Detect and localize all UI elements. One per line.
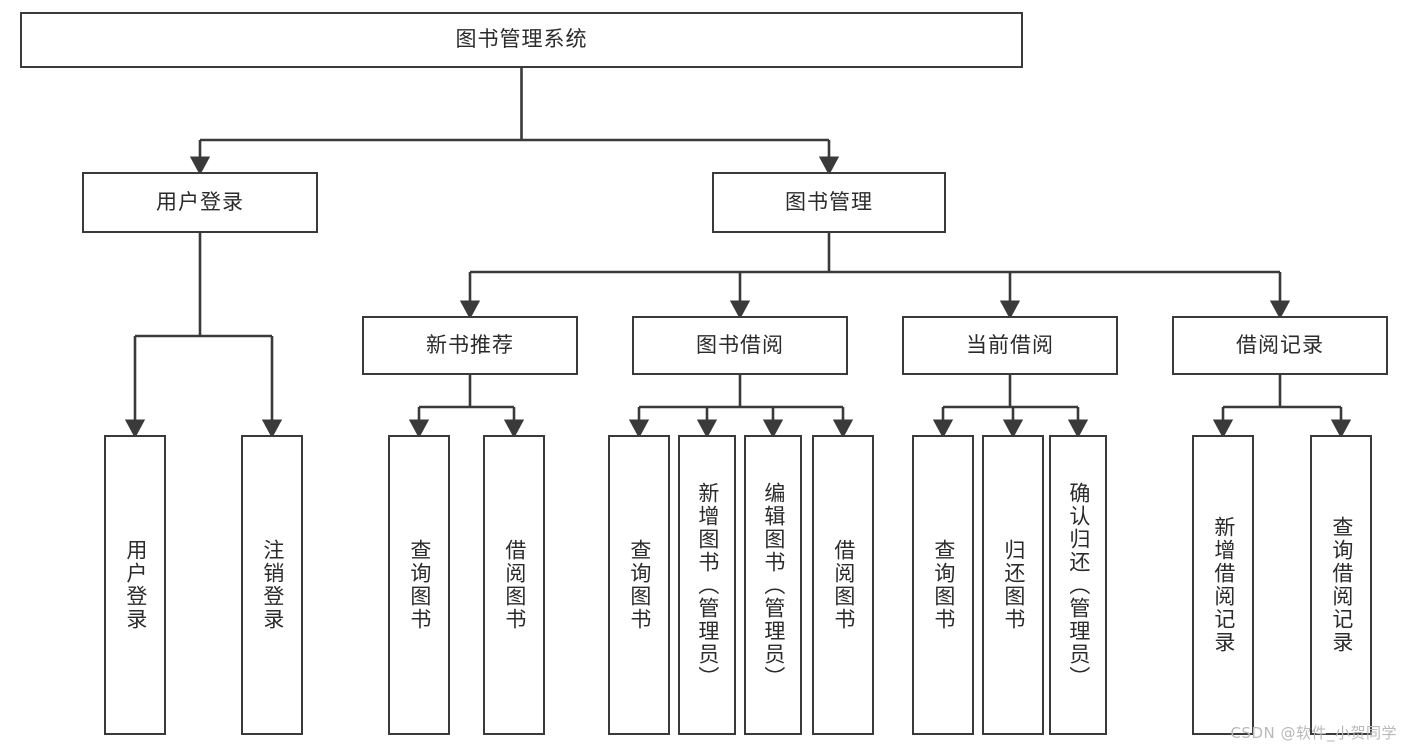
leaf-edit-book-admin[interactable]: 编辑图书（管理员） [744,435,802,735]
node-label: 当前借阅 [966,332,1054,357]
leaf-logout[interactable]: 注销登录 [241,435,303,735]
node-user-login[interactable]: 用户登录 [82,172,318,233]
leaf-query-book-current[interactable]: 查询图书 [912,435,974,735]
node-label: 新增图书（管理员） [695,481,720,689]
node-label: 借阅图书 [831,539,856,631]
node-label: 注销登录 [260,539,285,631]
leaf-add-book-admin[interactable]: 新增图书（管理员） [678,435,736,735]
node-label: 借阅图书 [502,539,527,631]
node-label: 编辑图书（管理员） [761,481,786,689]
node-current-borrow[interactable]: 当前借阅 [902,316,1118,375]
leaf-borrow-book-recommend[interactable]: 借阅图书 [483,435,545,735]
node-label: 图书管理系统 [455,27,588,52]
node-book-management[interactable]: 图书管理 [712,172,946,233]
leaf-query-book[interactable]: 查询图书 [608,435,670,735]
leaf-query-borrow-record[interactable]: 查询借阅记录 [1310,435,1372,735]
node-label: 归还图书 [1001,539,1026,631]
node-label: 查询图书 [407,539,432,631]
leaf-user-login[interactable]: 用户登录 [104,435,166,735]
node-label: 新增借阅记录 [1211,516,1236,654]
node-label: 用户登录 [123,539,148,631]
leaf-borrow-book[interactable]: 借阅图书 [812,435,874,735]
node-label: 确认归还（管理员） [1066,481,1091,689]
leaf-add-borrow-record[interactable]: 新增借阅记录 [1192,435,1254,735]
node-label: 图书管理 [785,189,873,214]
leaf-return-book[interactable]: 归还图书 [982,435,1044,735]
leaf-confirm-return-admin[interactable]: 确认归还（管理员） [1049,435,1107,735]
node-new-book-recommend[interactable]: 新书推荐 [362,316,578,375]
node-label: 查询借阅记录 [1329,516,1354,654]
node-borrow-records[interactable]: 借阅记录 [1172,316,1388,375]
watermark: CSDN @软件_小贺同学 [1230,724,1397,742]
node-label: 查询图书 [931,539,956,631]
node-root[interactable]: 图书管理系统 [20,12,1023,68]
node-label: 借阅记录 [1236,332,1324,357]
node-label: 查询图书 [627,539,652,631]
node-label: 图书借阅 [696,332,784,357]
node-book-borrow[interactable]: 图书借阅 [632,316,848,375]
node-label: 用户登录 [156,189,244,214]
leaf-query-book-recommend[interactable]: 查询图书 [388,435,450,735]
node-label: 新书推荐 [426,332,514,357]
